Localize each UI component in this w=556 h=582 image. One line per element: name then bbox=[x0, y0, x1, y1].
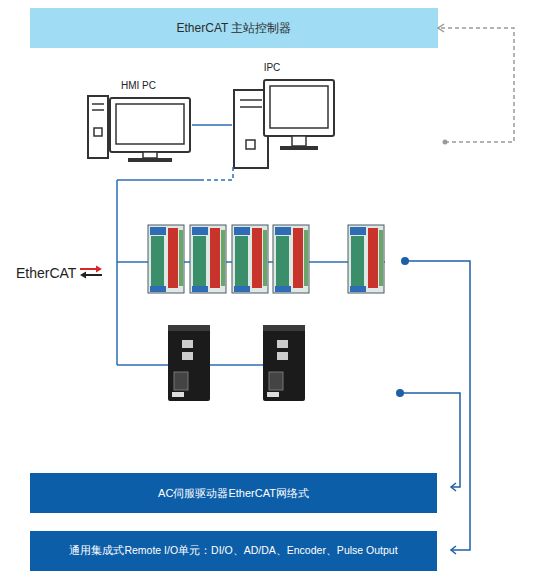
drive-nameplate bbox=[172, 392, 184, 397]
node-text: 通用集成式Remote I/O单元：DI/O、AD/DA、Encoder、Pul… bbox=[69, 544, 397, 558]
terminal-strip bbox=[368, 228, 378, 288]
module-header bbox=[150, 227, 166, 235]
drive-connector bbox=[174, 372, 188, 390]
io-module bbox=[190, 225, 226, 293]
module-header bbox=[192, 227, 208, 235]
pc-screen bbox=[270, 86, 328, 128]
connector bbox=[192, 124, 232, 126]
remote-io-box: 通用集成式Remote I/O单元：DI/O、AD/DA、Encoder、Pul… bbox=[30, 531, 437, 571]
module-board bbox=[351, 236, 364, 286]
drive-body bbox=[263, 325, 305, 401]
module-footer bbox=[234, 286, 250, 292]
logo-arrow bbox=[84, 274, 102, 276]
leader-arrowhead bbox=[451, 546, 456, 554]
logo-arrowhead bbox=[96, 266, 102, 273]
pc-screen bbox=[116, 104, 184, 144]
terminal-strip bbox=[252, 228, 262, 288]
servo-drive bbox=[263, 325, 305, 401]
servo-drive bbox=[168, 325, 210, 401]
ethercat-logo-arrows bbox=[80, 266, 102, 279]
terminal-block bbox=[379, 230, 383, 286]
terminal-strip bbox=[168, 228, 178, 288]
module-body bbox=[273, 225, 309, 293]
module-footer bbox=[350, 286, 366, 292]
ipc-illustration bbox=[234, 80, 334, 168]
tower-button bbox=[246, 140, 255, 149]
io-module bbox=[273, 225, 309, 293]
drive-port bbox=[182, 352, 193, 360]
module-body bbox=[348, 225, 384, 293]
module-footer bbox=[192, 286, 208, 292]
tower-slot bbox=[92, 103, 104, 105]
module-body bbox=[148, 225, 184, 293]
tower-slot bbox=[240, 99, 262, 101]
link-dot bbox=[443, 140, 448, 145]
monitor-base bbox=[280, 146, 318, 150]
module-body bbox=[232, 225, 268, 293]
monitor-stand bbox=[143, 152, 157, 158]
module-footer bbox=[150, 286, 166, 292]
terminal-block bbox=[263, 230, 267, 286]
io-module bbox=[348, 225, 384, 293]
leader-arrowhead bbox=[451, 483, 456, 491]
logo-arrow bbox=[80, 268, 98, 270]
module-board bbox=[193, 236, 206, 286]
terminal-block bbox=[179, 230, 183, 286]
master-controller-box: EtherCAT 主站控制器 bbox=[30, 8, 438, 48]
drive-nameplate bbox=[267, 392, 279, 397]
pc-tower bbox=[88, 96, 108, 158]
monitor-base bbox=[128, 158, 172, 162]
bus-wiring bbox=[117, 166, 385, 365]
bus-wire bbox=[117, 179, 200, 181]
monitor-stand bbox=[292, 136, 306, 146]
module-header bbox=[275, 227, 291, 235]
node-text: EtherCAT 主站控制器 bbox=[177, 20, 292, 37]
tower-slot bbox=[240, 106, 262, 108]
terminal-strip bbox=[293, 228, 303, 288]
node-text: HMI PC bbox=[85, 80, 192, 91]
drive-port bbox=[277, 340, 288, 348]
terminal-strip bbox=[210, 228, 220, 288]
module-board bbox=[276, 236, 289, 286]
pc-tower bbox=[234, 90, 268, 168]
bus-wire bbox=[116, 180, 118, 365]
drive-top bbox=[263, 325, 305, 331]
module-board bbox=[151, 236, 164, 286]
module-header bbox=[234, 227, 250, 235]
drive-body bbox=[168, 325, 210, 401]
ipc-node: IPC bbox=[232, 60, 445, 170]
drive-port bbox=[277, 352, 288, 360]
drive-port bbox=[182, 340, 193, 348]
logo-arrowhead bbox=[80, 272, 86, 279]
io-module bbox=[148, 225, 184, 293]
node-text: AC伺服驱动器EtherCAT网络式 bbox=[158, 486, 309, 501]
servo-drive-box: AC伺服驱动器EtherCAT网络式 bbox=[30, 473, 437, 513]
terminal-block bbox=[304, 230, 308, 286]
drive-connector bbox=[269, 372, 283, 390]
module-header bbox=[350, 227, 366, 235]
tower-slot bbox=[92, 109, 104, 111]
module-body bbox=[190, 225, 226, 293]
hmi-pc-node: HMI PC bbox=[85, 78, 192, 166]
module-board bbox=[235, 236, 248, 286]
module-footer bbox=[275, 286, 291, 292]
drive-top bbox=[168, 325, 210, 331]
tower-button bbox=[94, 128, 102, 136]
pc-monitor bbox=[110, 98, 190, 152]
connector bbox=[438, 28, 514, 142]
terminal-block bbox=[221, 230, 225, 286]
hmi-pc-illustration bbox=[88, 96, 190, 162]
ethercat-logo-text: EtherCAT bbox=[16, 265, 76, 281]
node-text: IPC bbox=[252, 62, 292, 73]
pc-monitor bbox=[264, 80, 334, 136]
arrow-head bbox=[438, 24, 444, 32]
io-module bbox=[232, 225, 268, 293]
bus-wire-dashed bbox=[200, 166, 233, 180]
